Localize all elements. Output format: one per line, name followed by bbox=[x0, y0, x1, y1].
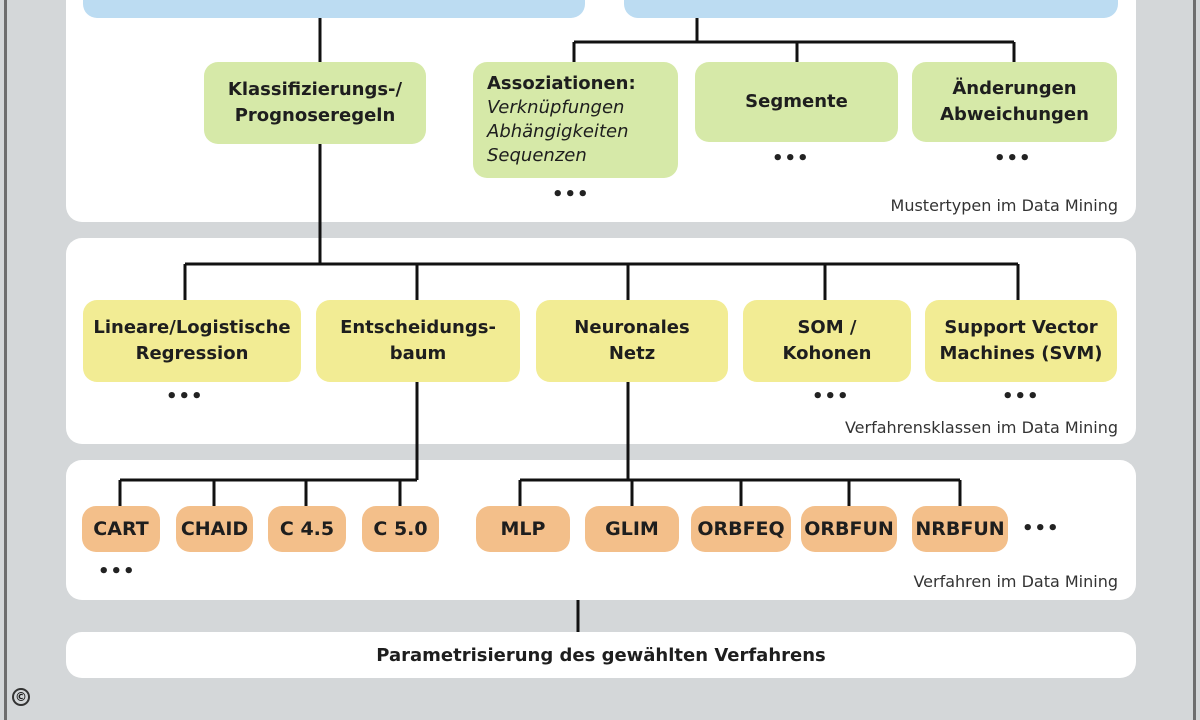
associations-item: Sequenzen bbox=[487, 145, 587, 166]
method-classes-caption: Verfahrensklassen im Data Mining bbox=[844, 418, 1118, 437]
ellipsis-svm: ••• bbox=[1002, 386, 1040, 407]
method-node-cart: CART bbox=[82, 506, 160, 552]
method-node-mlp: MLP bbox=[476, 506, 570, 552]
right-frame-line bbox=[1193, 0, 1196, 720]
copyright-icon: © bbox=[12, 688, 30, 706]
changes-node: Änderungen Abweichungen bbox=[912, 62, 1117, 142]
ellipsis-segments: ••• bbox=[772, 148, 810, 169]
method-node-nrbfun: NRBFUN bbox=[912, 506, 1008, 552]
associations-item: Verknüpfungen bbox=[487, 97, 625, 118]
method-node-orbfeq: ORBFEQ bbox=[691, 506, 791, 552]
associations-node: Assoziationen: Verknüpfungen Abhängigkei… bbox=[473, 62, 678, 178]
parametrization-panel bbox=[66, 632, 1136, 678]
ellipsis-som: ••• bbox=[812, 386, 850, 407]
ellipsis-tree-methods: ••• bbox=[98, 561, 136, 582]
method-node-glim: GLIM bbox=[585, 506, 679, 552]
ellipsis-regression: ••• bbox=[166, 386, 204, 407]
associations-item: Abhängigkeiten bbox=[487, 121, 629, 142]
ellipsis-changes: ••• bbox=[994, 148, 1032, 169]
method-node-chaid: CHAID bbox=[176, 506, 253, 552]
segments-node: Segmente bbox=[695, 62, 898, 142]
class-node-svm: Support Vector Machines (SVM) bbox=[925, 300, 1117, 382]
method-node-c50: C 5.0 bbox=[362, 506, 439, 552]
class-node-decision-tree: Entscheidungs- baum bbox=[316, 300, 520, 382]
top-box-left bbox=[83, 0, 585, 18]
associations-title: Assoziationen: bbox=[487, 73, 636, 94]
class-node-regression: Lineare/Logistische Regression bbox=[83, 300, 301, 382]
pattern-types-caption: Mustertypen im Data Mining bbox=[890, 196, 1118, 215]
top-box-right bbox=[624, 0, 1118, 18]
class-node-som: SOM / Kohonen bbox=[743, 300, 911, 382]
method-node-c45: C 4.5 bbox=[268, 506, 346, 552]
ellipsis-associations: ••• bbox=[552, 184, 590, 205]
left-frame-line bbox=[4, 0, 7, 720]
method-node-orbfun: ORBFUN bbox=[801, 506, 897, 552]
classification-rules-node: Klassifizierungs-/ Prognoseregeln bbox=[204, 62, 426, 144]
class-node-neural-net: Neuronales Netz bbox=[536, 300, 728, 382]
ellipsis-nn-methods: ••• bbox=[1022, 518, 1060, 539]
methods-caption: Verfahren im Data Mining bbox=[913, 572, 1118, 591]
parametrization-label: Parametrisierung des gewählten Verfahren… bbox=[376, 644, 826, 666]
